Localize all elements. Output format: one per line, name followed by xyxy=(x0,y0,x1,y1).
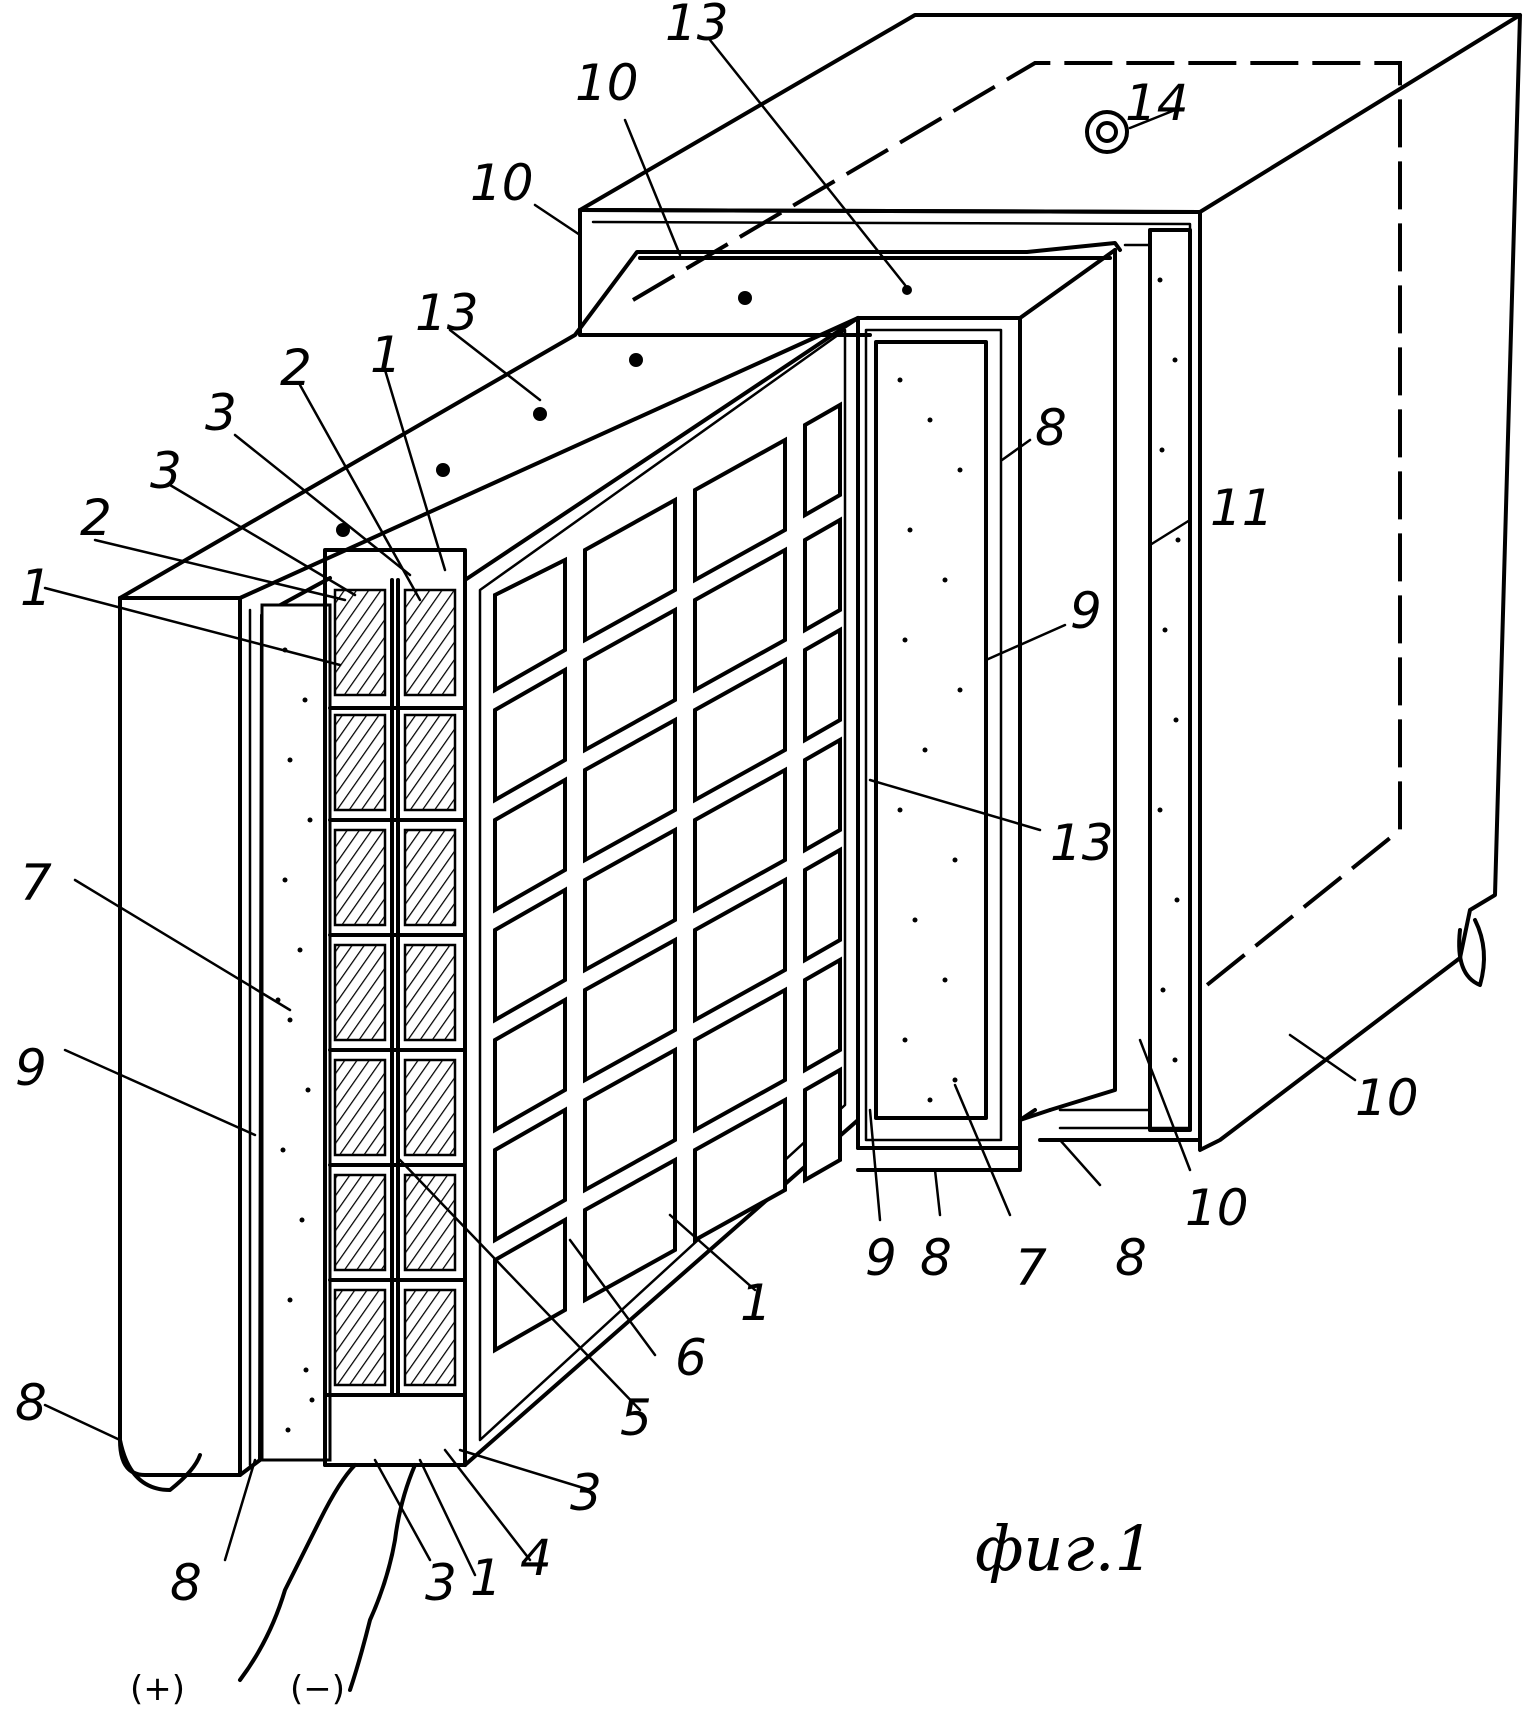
label-9-bot: 9 xyxy=(865,1229,897,1287)
label-negative: (−) xyxy=(290,1669,345,1709)
grid-panel xyxy=(465,318,858,1465)
label-6: 6 xyxy=(675,1329,707,1387)
label-1-a: 1 xyxy=(20,559,52,617)
label-7-bot: 7 xyxy=(1015,1239,1047,1297)
cell-stack xyxy=(325,550,465,1465)
label-positive: (+) xyxy=(130,1669,185,1709)
label-1-b: 1 xyxy=(370,326,402,384)
label-7-left: 7 xyxy=(20,854,52,912)
label-8-top: 8 xyxy=(1035,399,1067,457)
label-2-b: 2 xyxy=(280,339,312,397)
label-3-bot1: 3 xyxy=(425,1554,457,1612)
label-13-top: 13 xyxy=(665,0,729,52)
label-13-left: 13 xyxy=(415,284,479,342)
polarity-labels: (+) (−) xyxy=(130,1669,345,1709)
knob-14 xyxy=(1087,112,1127,152)
label-2-a: 2 xyxy=(80,489,112,547)
wires xyxy=(240,1465,415,1690)
label-3-b: 3 xyxy=(205,384,237,442)
label-8-bot2: 8 xyxy=(920,1229,952,1287)
label-8-bot: 8 xyxy=(170,1554,202,1612)
label-5: 5 xyxy=(620,1389,652,1447)
label-11: 11 xyxy=(1210,479,1274,537)
label-4: 4 xyxy=(520,1529,552,1587)
left-end-block xyxy=(120,578,330,1490)
label-1-c: 1 xyxy=(740,1274,772,1332)
label-10-bot: 10 xyxy=(1185,1179,1249,1237)
label-10-top: 10 xyxy=(575,54,639,112)
label-13-mid: 13 xyxy=(1050,814,1114,872)
label-10-right: 10 xyxy=(1355,1069,1419,1127)
label-9-left: 9 xyxy=(15,1039,47,1097)
label-1-bot: 1 xyxy=(470,1549,502,1607)
label-3-bot2: 3 xyxy=(570,1464,602,1522)
label-8-bot3: 8 xyxy=(1115,1229,1147,1287)
label-3-a: 3 xyxy=(150,442,182,500)
label-9-right: 9 xyxy=(1070,582,1102,640)
label-8-left: 8 xyxy=(15,1374,47,1432)
label-14: 14 xyxy=(1125,74,1189,132)
right-end-block xyxy=(858,318,1020,1170)
figure-caption: фиг.1 xyxy=(975,1512,1154,1585)
label-10-left: 10 xyxy=(470,154,534,212)
